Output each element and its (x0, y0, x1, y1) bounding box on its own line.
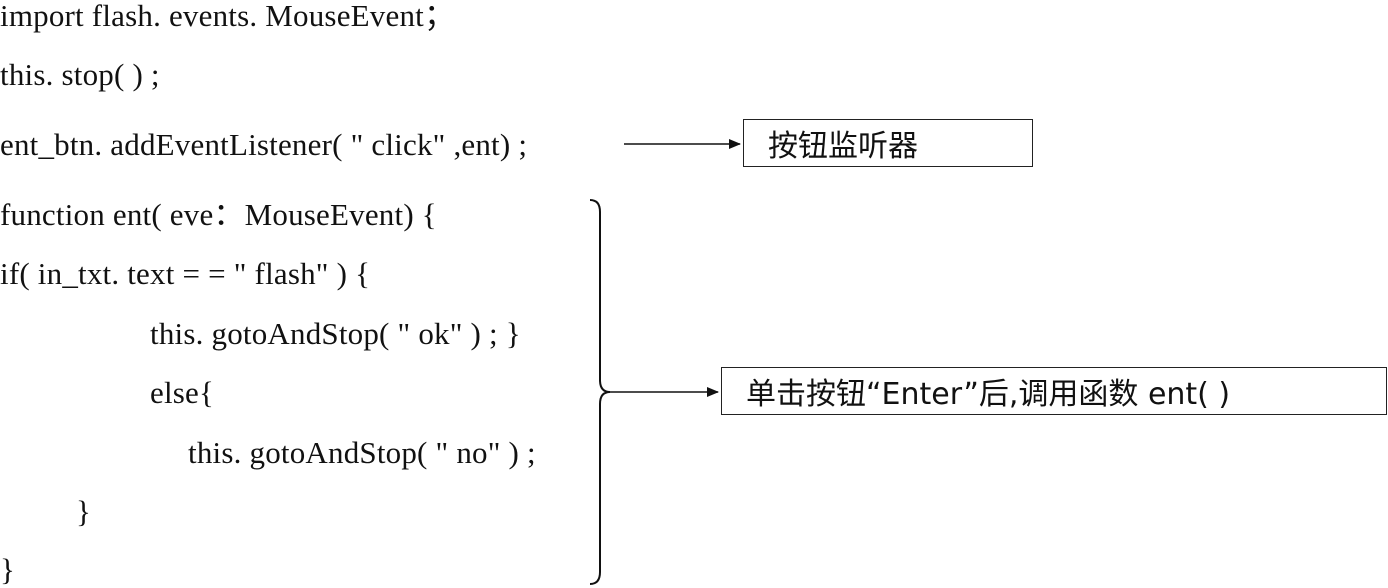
function-annotation-box: 单击按钮“Enter”后,调用函数 ent( ) (721, 367, 1387, 415)
listener-annotation-box: 按钮监听器 (743, 119, 1033, 167)
code-line-goto-no: this. gotoAndStop( " no" ) ; (188, 435, 536, 470)
function-brace (589, 199, 611, 585)
code-line-import: import flash. events. MouseEvent； (0, 0, 456, 33)
code-line-function-decl: function ent( eve：MouseEvent) { (0, 197, 437, 232)
code-line-add-listener: ent_btn. addEventListener( " click" ,ent… (0, 127, 528, 162)
code-line-goto-ok: this. gotoAndStop( " ok" ) ; } (150, 316, 521, 351)
code-line-close-else: } (76, 494, 92, 529)
code-line-if: if( in_txt. text = = " flash" ) { (0, 256, 371, 291)
listener-annotation-text: 按钮监听器 (768, 129, 918, 164)
function-annotation-text: 单击按钮“Enter”后,调用函数 ent( ) (746, 377, 1231, 412)
code-line-close-function: } (0, 552, 16, 587)
code-line-stop: this. stop( ) ; (0, 57, 160, 92)
code-line-else: else{ (150, 375, 215, 410)
